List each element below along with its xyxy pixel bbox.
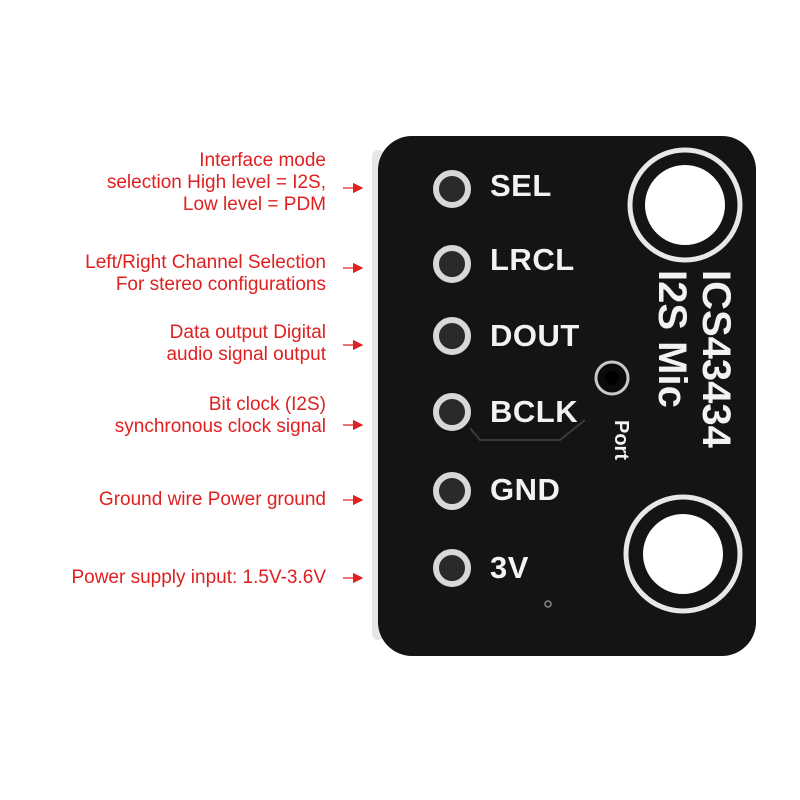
pad-bclk	[433, 393, 471, 431]
pin-label-lrcl: LRCL	[490, 242, 575, 277]
pad-dout	[433, 317, 471, 355]
pad-sel	[433, 170, 471, 208]
annotation-line: Bit clock (I2S)	[208, 394, 326, 415]
via-dot	[544, 600, 552, 608]
annotation-line: Left/Right Channel Selection	[85, 252, 326, 273]
pin-label-sel: SEL	[490, 168, 552, 203]
annotation-bclk: Bit clock (I2S) synchronous clock signal	[115, 394, 326, 438]
port-label: Port	[610, 420, 632, 460]
chip-title-line: ICS43434	[694, 270, 738, 448]
silkscreen-trace	[469, 419, 586, 441]
annotation-sel: Interface mode selection High level = I2…	[107, 150, 326, 216]
annotation-dout: Data output Digital audio signal output	[166, 322, 326, 366]
pin-label-bclk: BCLK	[490, 394, 579, 429]
annotation-lrcl: Left/Right Channel Selection For stereo …	[85, 252, 326, 296]
annotation-line: Ground wire Power ground	[98, 489, 326, 510]
mic-port	[594, 360, 630, 396]
annotation-3v: Power supply input: 1.5V-3.6V	[71, 567, 326, 589]
pin-label-3v: 3V	[490, 550, 529, 585]
annotation-line: synchronous clock signal	[114, 416, 326, 437]
annotation-line: Interface mode	[199, 150, 326, 171]
pad-3v	[433, 549, 471, 587]
pin-label-dout: DOUT	[490, 318, 580, 353]
annotation-line: For stereo configurations	[115, 274, 326, 295]
mounting-hole-top	[627, 147, 743, 263]
pin-label-gnd: GND	[490, 472, 561, 507]
mounting-hole-bottom	[623, 494, 743, 614]
annotation-line: audio signal output	[166, 344, 326, 365]
chip-title-line: I2S Mic	[650, 270, 694, 408]
annotation-line: Data output Digital	[169, 322, 326, 343]
pin-pads	[433, 170, 471, 587]
pad-gnd	[433, 472, 471, 510]
chip-title: ICS43434 I2S Mic	[650, 270, 738, 448]
annotation-line: selection High level = I2S,	[106, 172, 326, 193]
annotation-gnd: Ground wire Power ground	[99, 489, 326, 511]
annotation-line: Low level = PDM	[182, 194, 326, 215]
annotation-line: Power supply input: 1.5V-3.6V	[71, 567, 326, 588]
pad-lrcl	[433, 245, 471, 283]
